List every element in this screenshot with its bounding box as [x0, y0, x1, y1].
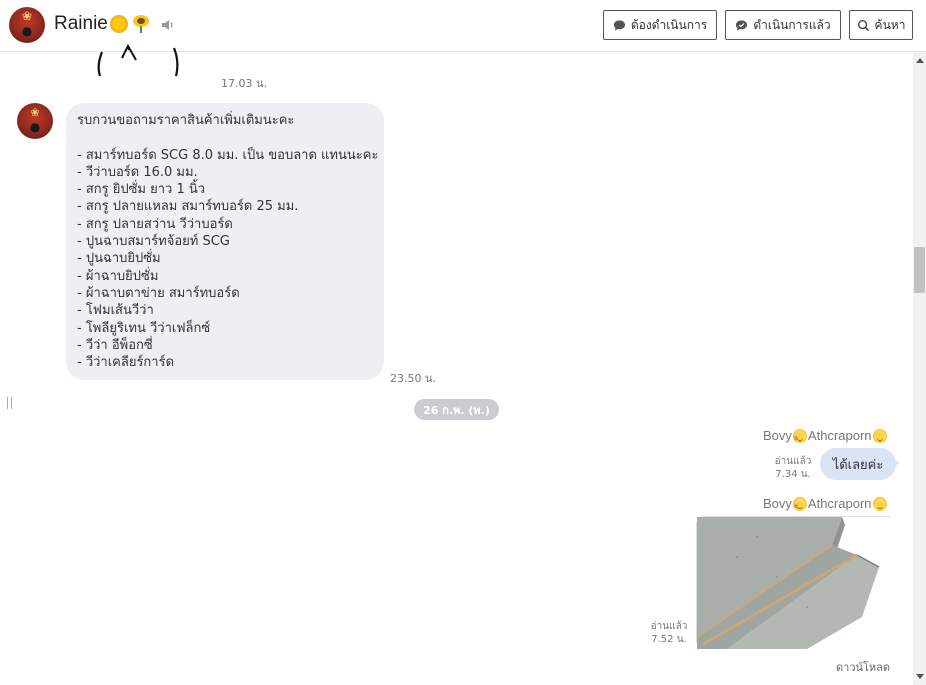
message-line: - ผ้าฉาบยิปซั่ม — [77, 268, 159, 284]
scroll-up-arrow-icon[interactable] — [916, 58, 924, 63]
board-photo — [696, 517, 897, 649]
message-line: - วีว่าบอร์ด 16.0 มม. — [77, 164, 198, 180]
message-line: - วีว่าเคลียร์การ์ด — [77, 355, 175, 371]
message-line: - ปูนฉาบยิปซั่ม — [77, 251, 161, 267]
search-button[interactable]: ค้นหา — [849, 10, 913, 40]
hug-emoji-icon — [792, 496, 807, 511]
message-line: - สกรู ปลายแหลม สมาร์ทบอร์ด 25 มม. — [77, 199, 299, 215]
message-line: - โพลียูริเทน วีว่าเฟล็กซ์ — [77, 320, 211, 336]
read-receipt: อ่านแล้ว 7.34 น. — [770, 455, 816, 481]
search-button-label: ค้นหา — [874, 17, 906, 32]
incoming-message-bubble[interactable]: รบกวนขอถามราคาสินค้าเพิ่มเติมนะคะ - สมาร… — [66, 103, 384, 380]
search-icon — [857, 19, 869, 31]
chat-header: ❀ ● Rainie ต้องดำเนินการ ดำเนินการแล้ว ค… — [0, 0, 926, 52]
sunflower-emoji-icon — [132, 15, 150, 33]
sender-name: Bovy Athcraporn — [763, 428, 887, 443]
read-time: 7.34 น. — [775, 469, 811, 480]
check-bubble-icon — [736, 19, 748, 31]
scrollbar[interactable] — [913, 52, 926, 685]
todo-button[interactable]: ต้องดำเนินการ — [603, 10, 717, 40]
message-line: - สกรู ปลายสว่าน วีว่าบอร์ด — [77, 216, 233, 232]
smile-emoji-icon — [872, 428, 887, 443]
message-line: - ปูนฉาบสมาร์ทจ้อยท์ SCG — [77, 234, 230, 250]
chat-title: Rainie — [54, 13, 108, 34]
message-line: - วีว่า อีพ็อกซี่ — [77, 337, 153, 353]
resize-handle[interactable] — [7, 397, 12, 409]
previous-image-fragment[interactable] — [92, 43, 192, 78]
done-button-label: ดำเนินการแล้ว — [753, 17, 831, 32]
sun-emoji-icon — [110, 15, 128, 33]
message-line: - สมาร์ทบอร์ด SCG 8.0 มม. เป็น ขอบลาด แท… — [77, 147, 379, 163]
incoming-message-time: 23.50 น. — [390, 372, 437, 385]
message-line: - ผ้าฉาบตาข่าย สมาร์ทบอร์ด — [77, 285, 240, 301]
done-button[interactable]: ดำเนินการแล้ว — [725, 10, 841, 40]
chat-avatar[interactable]: ❀ ● — [9, 7, 45, 43]
message-line — [77, 129, 373, 146]
sender-name-last: Athcraporn — [807, 496, 872, 511]
sender-name-first: Bovy — [763, 428, 792, 443]
message-line: - โฟมเส้นวีว่า — [77, 303, 154, 319]
todo-button-label: ต้องดำเนินการ — [630, 17, 708, 32]
smile-emoji-icon — [872, 496, 887, 511]
speaker-icon[interactable] — [160, 17, 176, 33]
read-time: 7.52 น. — [651, 634, 687, 645]
read-receipt: อ่านแล้ว 7.52 น. — [646, 620, 692, 646]
title-emojis — [110, 15, 150, 33]
chat-bubble-icon — [613, 19, 625, 31]
message-line: รบกวนขอถามราคาสินค้าเพิ่มเติมนะคะ — [77, 113, 295, 128]
message-list[interactable]: 17.03 น. ❀ ● รบกวนขอถามราคาสินค้าเพิ่มเต… — [0, 43, 913, 685]
outgoing-message-bubble[interactable]: ได้เลยค่ะ — [820, 448, 896, 480]
download-link[interactable]: ดาวน์โหลด — [836, 661, 891, 674]
date-divider: 26 ก.พ. (พ.) — [414, 399, 499, 420]
scroll-down-arrow-icon[interactable] — [916, 674, 924, 679]
sender-name: Bovy Athcraporn — [763, 496, 887, 511]
prev-message-time: 17.03 น. — [221, 77, 268, 90]
sender-avatar[interactable]: ❀ ● — [17, 103, 53, 139]
sender-name-first: Bovy — [763, 496, 792, 511]
scrollbar-thumb[interactable] — [914, 247, 925, 293]
message-line: - สกรู ยิปซั่ม ยาว 1 นิ้ว — [77, 182, 206, 198]
read-label: อ่านแล้ว — [650, 621, 688, 632]
read-label: อ่านแล้ว — [774, 456, 812, 467]
image-message[interactable] — [696, 516, 897, 649]
hug-emoji-icon — [792, 428, 807, 443]
bubble-tail — [892, 458, 900, 468]
sender-name-last: Athcraporn — [807, 428, 872, 443]
